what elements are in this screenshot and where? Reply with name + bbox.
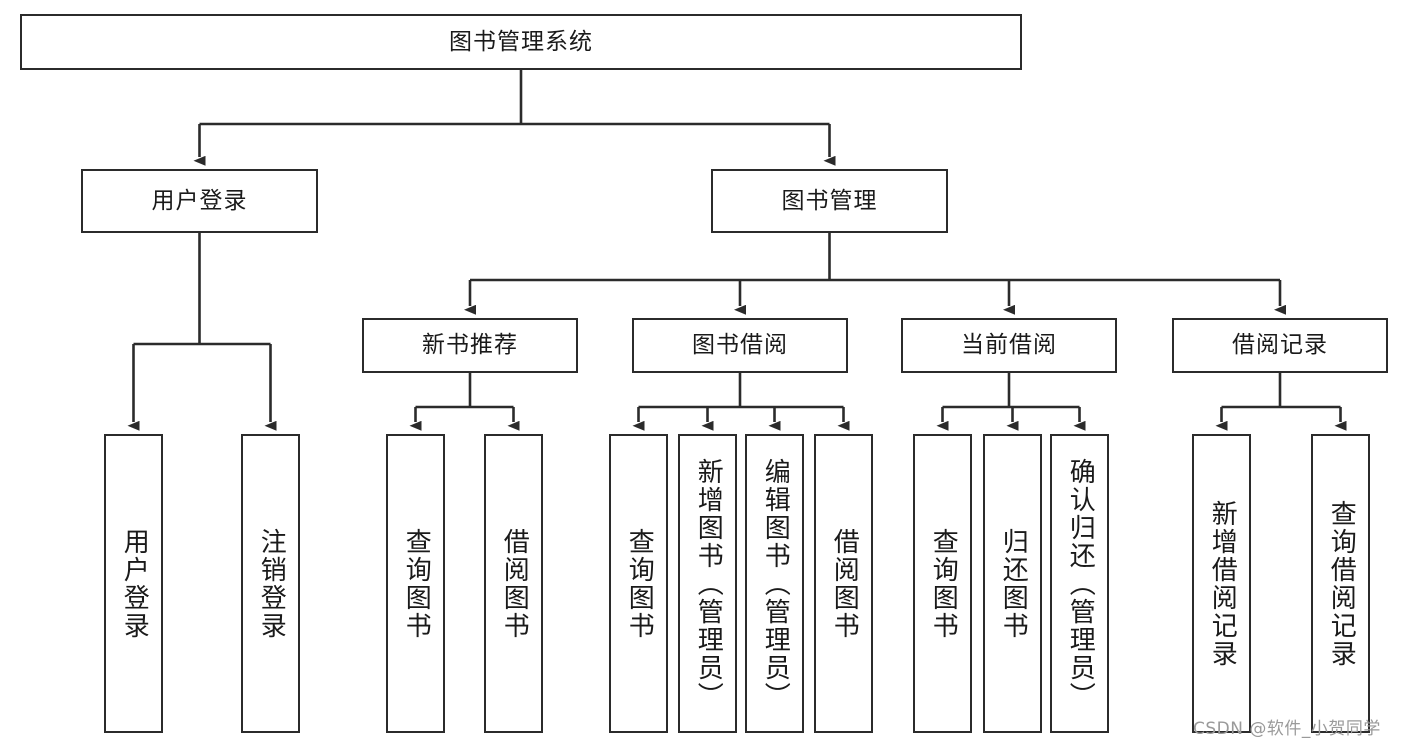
node-label-borrow-record: 借阅记录: [1232, 332, 1328, 358]
node-leaf-add-book[interactable]: 新增图书（管理员）: [678, 434, 737, 733]
node-label-current-borrow: 当前借阅: [961, 332, 1057, 358]
node-label-leaf-borrow-book-2: 借阅图书: [829, 527, 860, 640]
node-label-leaf-user-login: 用户登录: [119, 527, 150, 640]
node-leaf-query-book-1[interactable]: 查询图书: [386, 434, 445, 733]
node-label-leaf-edit-book: 编辑图书（管理员）: [760, 457, 791, 710]
node-label-leaf-query-book-1: 查询图书: [401, 527, 432, 640]
node-current-borrow[interactable]: 当前借阅: [901, 318, 1117, 373]
csdn-watermark: CSDN @软件_小贺同学: [1193, 719, 1381, 739]
node-borrow-record[interactable]: 借阅记录: [1172, 318, 1388, 373]
node-leaf-query-book-3[interactable]: 查询图书: [913, 434, 972, 733]
node-book-borrow[interactable]: 图书借阅: [632, 318, 848, 373]
node-label-user-login: 用户登录: [151, 187, 248, 214]
node-label-new-book-rec: 新书推荐: [422, 332, 518, 358]
node-leaf-borrow-book-2[interactable]: 借阅图书: [814, 434, 873, 733]
node-leaf-query-record[interactable]: 查询借阅记录: [1311, 434, 1370, 733]
node-label-book-manage: 图书管理: [781, 187, 878, 214]
node-label-leaf-query-book-3: 查询图书: [928, 527, 959, 640]
node-leaf-user-login[interactable]: 用户登录: [104, 434, 163, 733]
node-leaf-edit-book[interactable]: 编辑图书（管理员）: [745, 434, 804, 733]
node-leaf-return-book[interactable]: 归还图书: [983, 434, 1042, 733]
node-label-leaf-query-book-2: 查询图书: [624, 527, 655, 640]
node-leaf-confirm-return[interactable]: 确认归还（管理员）: [1050, 434, 1109, 733]
node-root[interactable]: 图书管理系统: [20, 14, 1022, 70]
node-user-login[interactable]: 用户登录: [81, 169, 318, 233]
node-leaf-logout[interactable]: 注销登录: [241, 434, 300, 733]
node-new-book-rec[interactable]: 新书推荐: [362, 318, 578, 373]
node-label-leaf-return-book: 归还图书: [998, 527, 1029, 640]
node-label-leaf-confirm-return: 确认归还（管理员）: [1065, 457, 1096, 710]
node-leaf-borrow-book-1[interactable]: 借阅图书: [484, 434, 543, 733]
node-label-leaf-query-record: 查询借阅记录: [1326, 499, 1357, 668]
node-label-leaf-add-book: 新增图书（管理员）: [693, 457, 724, 710]
node-label-book-borrow: 图书借阅: [692, 332, 788, 358]
node-leaf-query-book-2[interactable]: 查询图书: [609, 434, 668, 733]
node-label-leaf-borrow-book-1: 借阅图书: [499, 527, 530, 640]
node-label-root: 图书管理系统: [449, 28, 593, 55]
node-label-leaf-add-record: 新增借阅记录: [1207, 499, 1238, 668]
node-book-manage[interactable]: 图书管理: [711, 169, 948, 233]
node-label-leaf-logout: 注销登录: [256, 527, 287, 640]
node-leaf-add-record[interactable]: 新增借阅记录: [1192, 434, 1251, 733]
